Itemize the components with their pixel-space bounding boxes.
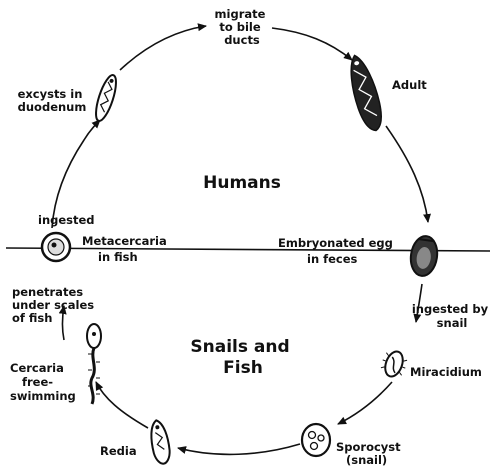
embryonated-egg-icon <box>408 234 439 277</box>
arrow-miracidium-to-sporocyst <box>338 382 392 424</box>
label-metacercaria-line2: in fish <box>98 250 138 264</box>
label-redia: Redia <box>100 444 137 458</box>
arrow-migrate-to-adult <box>272 28 352 60</box>
arrow-excysts-to-migrate <box>120 26 206 70</box>
svg-text:ingested by snail: ingested by snail <box>412 302 492 330</box>
metacercaria-icon <box>42 233 70 261</box>
label-excysts-line2: duodenum <box>18 100 87 114</box>
region-snails-line1: Snails and <box>190 337 289 357</box>
redia-icon <box>148 419 172 465</box>
label-metacercaria-line1: Metacercaria <box>82 234 167 248</box>
svg-text:Cercaria free- swimmin: Cercaria free- swimming <box>10 361 76 403</box>
label-penetrates-line1: penetrates <box>12 285 83 299</box>
sporocyst-icon <box>302 424 330 456</box>
label-migrate-line2: to bile <box>219 20 261 34</box>
label-egg-line1: Embryonated egg <box>278 236 393 250</box>
label-migrate-line1: migrate <box>215 7 266 21</box>
label-migrate-line3: ducts <box>224 33 260 47</box>
arrow-sporocyst-to-redia <box>178 444 300 454</box>
label-excysts-line1: excysts in <box>18 87 83 101</box>
arrow-metacercaria-to-excysts <box>52 120 100 228</box>
arrow-redia-to-cercaria <box>96 382 148 428</box>
label-miracidium: Miracidium <box>410 365 482 379</box>
arrow-adult-to-egg <box>386 126 428 222</box>
cercaria-icon <box>87 324 101 404</box>
label-penetrates-line3: of fish <box>12 311 52 325</box>
label-cercaria-line1: Cercaria <box>10 361 64 375</box>
label-ingested-by-line2: snail <box>437 316 468 330</box>
label-sporocyst-line1: Sporocyst <box>336 440 401 454</box>
label-egg-line2: in feces <box>307 252 358 266</box>
region-snails-line2: Fish <box>223 358 263 378</box>
region-humans: Humans <box>203 173 281 193</box>
svg-text:excysts in duodenum: excysts in duodenum <box>18 87 87 114</box>
label-ingested: ingested <box>38 213 95 227</box>
label-sporocyst-line2: (snail) <box>346 453 387 467</box>
region-snails-and-fish: Snails and Fish <box>190 337 295 378</box>
svg-text:Sporocyst (snail): Sporocyst (snail) <box>336 440 405 467</box>
excysted-fluke-icon <box>92 73 120 123</box>
svg-text:penetrates under scales: penetrates under scales of fish <box>12 285 98 325</box>
label-cercaria-line2: free- <box>22 375 53 389</box>
label-cercaria-line3: swimming <box>10 389 76 403</box>
label-penetrates-line2: under scales <box>12 298 94 312</box>
miracidium-icon <box>378 348 409 381</box>
adult-fluke-icon <box>344 52 387 133</box>
label-adult: Adult <box>392 78 427 92</box>
label-ingested-by-line1: ingested by <box>412 302 489 316</box>
svg-text:migrate to bile ducts: migrate to bile ducts <box>215 7 270 47</box>
